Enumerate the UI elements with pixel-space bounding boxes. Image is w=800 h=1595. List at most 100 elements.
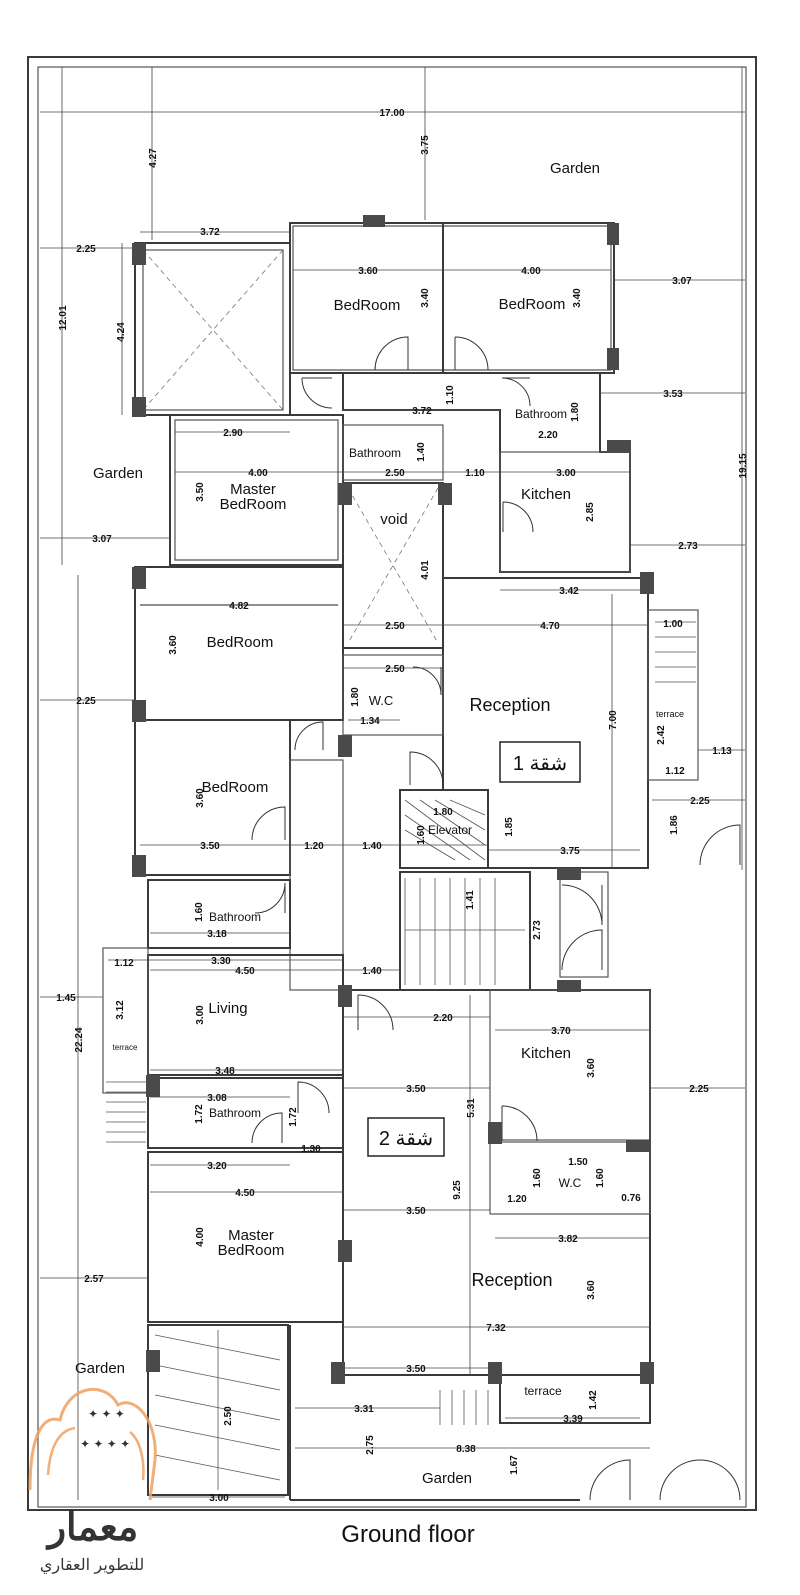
dim-label: 3.00 bbox=[556, 468, 576, 479]
dim-label: 2.50 bbox=[385, 621, 405, 632]
svg-text:✦ ✦ ✦ ✦: ✦ ✦ ✦ ✦ bbox=[80, 1437, 130, 1451]
dim-label: 7.32 bbox=[486, 1323, 506, 1334]
dim-label: 2.50 bbox=[385, 468, 405, 479]
dim-label: 3.42 bbox=[559, 586, 579, 597]
label-master-line1: Master bbox=[230, 481, 276, 498]
dim-label: 2.75 bbox=[365, 1435, 376, 1455]
dim-label: 3.30 bbox=[211, 956, 231, 967]
label-garden-bottom: Garden bbox=[422, 1470, 472, 1487]
dim-label: 4.00 bbox=[521, 266, 541, 277]
dim-label: 1.20 bbox=[507, 1194, 527, 1205]
dim-label: 3.40 bbox=[572, 288, 583, 308]
dim-label: 17.00 bbox=[379, 108, 404, 119]
label-reception-1: Reception bbox=[469, 695, 550, 715]
dim-label: 3.50 bbox=[195, 482, 206, 502]
label-void: void bbox=[380, 511, 408, 528]
logo-mark: معمار bbox=[45, 1507, 139, 1550]
label-bedroom-3: BedRoom bbox=[207, 634, 274, 651]
dim-label: 3.60 bbox=[195, 788, 206, 808]
dim-label: 1.80 bbox=[350, 687, 361, 707]
dim-label: 1.41 bbox=[465, 890, 476, 910]
dim-label: 3.39 bbox=[563, 1414, 583, 1425]
dim-label: 1.86 bbox=[669, 815, 680, 835]
dim-label: 3.31 bbox=[354, 1404, 374, 1415]
dim-label: 2.85 bbox=[585, 502, 596, 522]
room-labels: Garden Garden Garden Garden BedRoom BedR… bbox=[75, 160, 684, 1487]
dimension-lines bbox=[40, 67, 745, 1500]
label-master2-line1: Master bbox=[228, 1227, 274, 1244]
dimension-labels: 17.00 4.27 3.75 3.72 2.25 4.24 12.01 3.6… bbox=[56, 108, 749, 1504]
dim-label: 1.40 bbox=[362, 966, 382, 977]
dim-label: 8.38 bbox=[456, 1444, 476, 1455]
dim-label: 4.27 bbox=[148, 148, 159, 168]
label-garden-top: Garden bbox=[550, 160, 600, 177]
dim-label: 1.60 bbox=[532, 1168, 543, 1188]
dim-label: 3.82 bbox=[558, 1234, 578, 1245]
dim-label: 3.50 bbox=[200, 841, 220, 852]
dim-label: 1.60 bbox=[194, 902, 205, 922]
dim-label: 3.60 bbox=[586, 1058, 597, 1078]
dim-label: 3.72 bbox=[200, 227, 220, 238]
label-bathroom-4: Bathroom bbox=[209, 1106, 261, 1120]
dim-label: 1.45 bbox=[56, 993, 76, 1004]
dim-label: 3.60 bbox=[586, 1280, 597, 1300]
dim-label: 1.72 bbox=[288, 1107, 299, 1127]
dim-label: 3.53 bbox=[663, 389, 683, 400]
dim-label: 2.20 bbox=[538, 430, 558, 441]
label-bathroom-top: Bathroom bbox=[515, 407, 567, 421]
dim-label: 3.12 bbox=[115, 1000, 126, 1020]
building-walls bbox=[102, 222, 699, 1501]
dim-label: 1.10 bbox=[465, 468, 485, 479]
dim-label: 7.00 bbox=[608, 710, 619, 730]
label-kitchen-1: Kitchen bbox=[521, 486, 571, 503]
dim-label: 3.20 bbox=[207, 1161, 227, 1172]
label-garden-left: Garden bbox=[93, 465, 143, 482]
dim-label: 3.70 bbox=[551, 1026, 571, 1037]
dim-label: 3.48 bbox=[215, 1066, 235, 1077]
dim-label: 3.18 bbox=[207, 929, 227, 940]
label-living: Living bbox=[208, 1000, 247, 1017]
dim-label: 9.25 bbox=[452, 1180, 463, 1200]
dim-label: 2.73 bbox=[532, 920, 543, 940]
dim-label: 1.40 bbox=[416, 442, 427, 462]
hatch-lines bbox=[142, 249, 439, 644]
label-bedroom-1: BedRoom bbox=[334, 297, 401, 314]
dim-label: 2.25 bbox=[690, 796, 710, 807]
dim-label: 2.90 bbox=[223, 428, 243, 439]
dim-label: 3.50 bbox=[406, 1364, 426, 1375]
apartment-1-label: شقة 1 bbox=[513, 753, 567, 775]
dim-label: 4.01 bbox=[420, 560, 431, 580]
dim-label: 3.60 bbox=[358, 266, 378, 277]
dim-label: 12.01 bbox=[58, 305, 69, 330]
label-reception-2: Reception bbox=[471, 1270, 552, 1290]
dim-label: 3.50 bbox=[406, 1084, 426, 1095]
dim-label: 4.70 bbox=[540, 621, 560, 632]
dim-label: 1.80 bbox=[570, 402, 581, 422]
dim-label: 2.50 bbox=[385, 664, 405, 675]
dim-label: 2.42 bbox=[656, 725, 667, 745]
dim-label: 4.50 bbox=[235, 966, 255, 977]
label-bedroom-4: BedRoom bbox=[202, 779, 269, 796]
boundary-walls bbox=[27, 56, 757, 1511]
dim-label: 2.73 bbox=[678, 541, 698, 552]
dim-label: 1.67 bbox=[509, 1455, 520, 1475]
dim-label: 1.13 bbox=[712, 746, 732, 757]
dim-label: 1.10 bbox=[445, 385, 456, 405]
dim-label: 19.15 bbox=[738, 453, 749, 478]
dim-label: 3.75 bbox=[560, 846, 580, 857]
dim-label: 2.25 bbox=[76, 244, 96, 255]
dim-label: 3.75 bbox=[420, 135, 431, 155]
dim-label: 2.25 bbox=[76, 696, 96, 707]
label-terrace-1: terrace bbox=[656, 709, 684, 719]
label-bathroom-3: Bathroom bbox=[209, 910, 261, 924]
label-bedroom-2: BedRoom bbox=[499, 296, 566, 313]
dim-label: 1.50 bbox=[568, 1157, 588, 1168]
dim-label: 1.30 bbox=[301, 1144, 321, 1155]
label-wc-1: W.C bbox=[369, 693, 394, 708]
dim-label: 1.40 bbox=[362, 841, 382, 852]
dim-label: 3.40 bbox=[420, 288, 431, 308]
dim-label: 1.60 bbox=[416, 825, 427, 845]
label-master-line2: BedRoom bbox=[220, 496, 287, 513]
dim-label: 1.12 bbox=[114, 958, 134, 969]
